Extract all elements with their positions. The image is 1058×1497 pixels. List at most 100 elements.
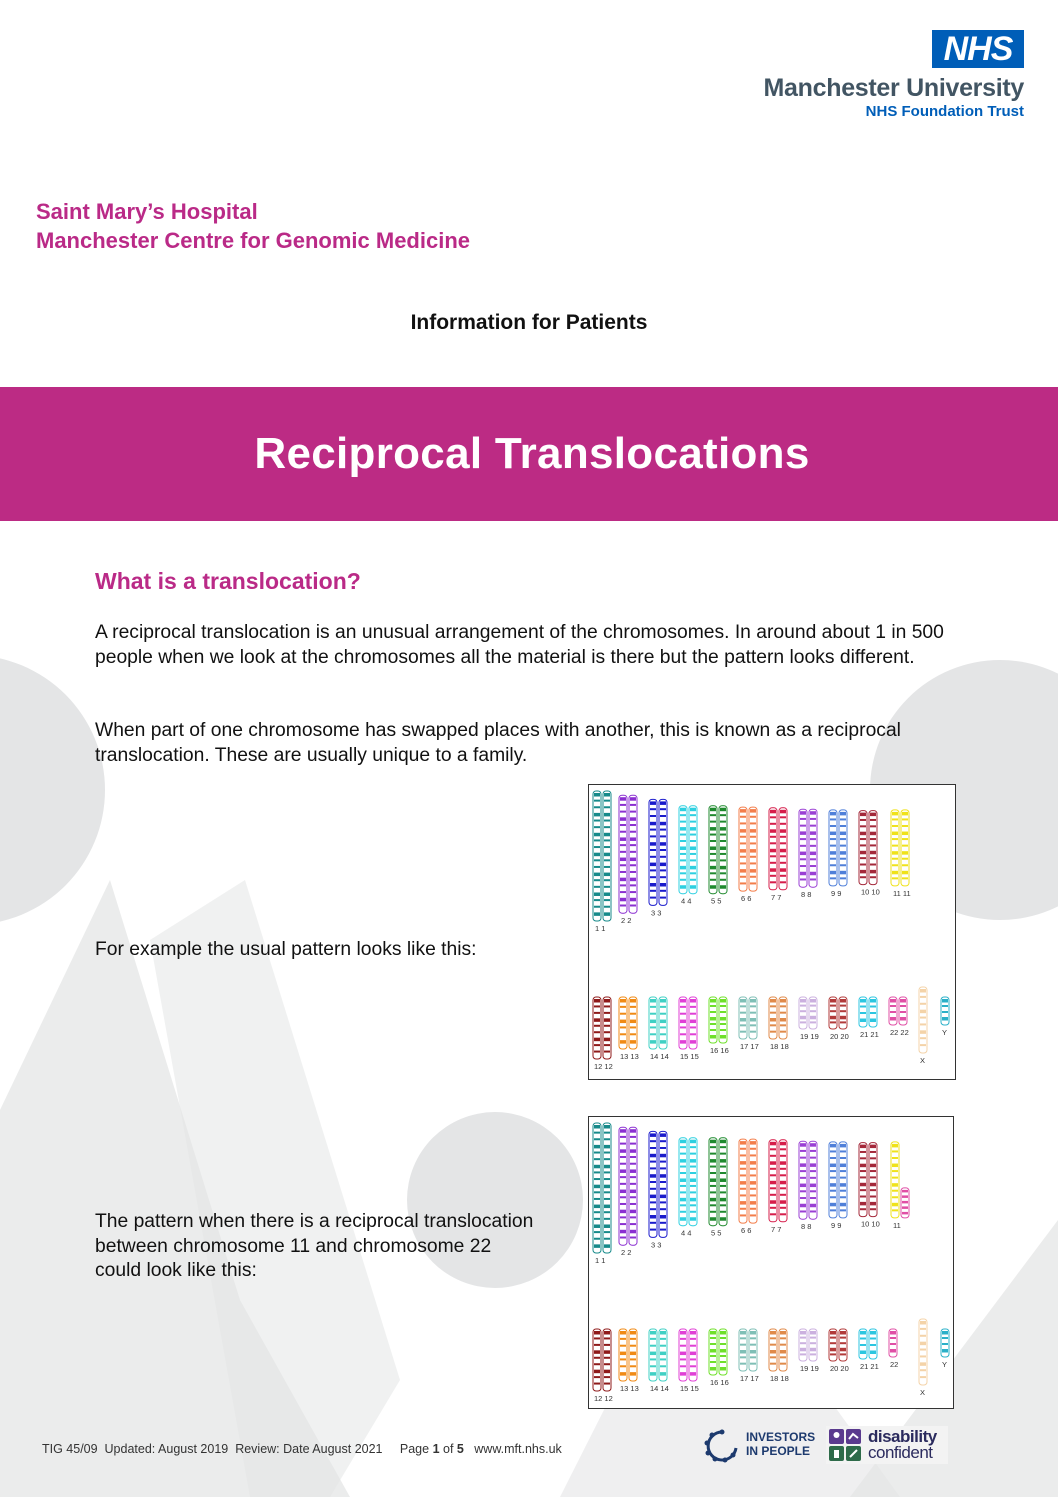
chromosome-2: [618, 1126, 638, 1246]
chromosome-7: [768, 1139, 788, 1223]
chromosome-label-21: 21 21: [860, 1362, 879, 1371]
chromosome-19: [798, 996, 818, 1030]
trust-subtitle: NHS Foundation Trust: [865, 103, 1024, 120]
chromosome-6: [738, 806, 758, 892]
chromosome-label-3: 3 3: [651, 1240, 661, 1249]
iip-line-1: INVESTORS: [746, 1430, 816, 1444]
chromosome-label-11: 11 11: [893, 889, 911, 898]
trust-name: Manchester University: [763, 74, 1025, 102]
chromosome-label-13: 13 13: [620, 1384, 639, 1393]
chromosome-label-23: X: [920, 1056, 925, 1065]
chromosome-label-14: 14 14: [650, 1384, 669, 1393]
footer: TIG 45/09 Updated: August 2019 Review: D…: [42, 1442, 562, 1456]
translocation-pattern-caption: The pattern when there is a reciprocal t…: [95, 1211, 534, 1281]
chromosome-9: [828, 809, 848, 887]
chromosome-22: [888, 996, 908, 1026]
disability-confident-logo: disability confident: [826, 1426, 948, 1464]
chromosome-21: [858, 1328, 878, 1360]
chromosome-label-19: 19 19: [800, 1364, 819, 1373]
footer-page-total: 5: [456, 1442, 464, 1456]
chromosome-8: [798, 808, 818, 888]
chromosome-label-17: 17 17: [740, 1374, 759, 1383]
chromosome-label-9: 9 9: [831, 889, 841, 898]
disability-confident-icon: [829, 1429, 861, 1461]
chromosome-23: [918, 986, 928, 1054]
chromosome-label-17: 17 17: [740, 1042, 759, 1051]
chromosome-label-24: Y: [942, 1360, 947, 1369]
chromosome-1: [592, 790, 612, 922]
footer-page-of: of: [439, 1442, 457, 1456]
chromosome-16: [708, 996, 728, 1044]
chromosome-11: [890, 809, 910, 887]
chromosome-6: [738, 1138, 758, 1224]
chromosome-label-5: 5 5: [711, 897, 721, 906]
chromosome-19: [798, 1328, 818, 1362]
dc-line-2: confident: [868, 1443, 933, 1462]
chromosome-10: [858, 810, 878, 886]
chromosome-label-8: 8 8: [801, 1222, 811, 1231]
chromosome-label-23: X: [920, 1388, 925, 1397]
chromosome-7: [768, 807, 788, 891]
chromosome-label-1: 1 1: [595, 1256, 605, 1265]
chromosome-label-12: 12 12: [594, 1062, 613, 1071]
chromosome-label-12: 12 12: [594, 1394, 613, 1403]
chromosome-label-6: 6 6: [741, 894, 751, 903]
paragraph-2: When part of one chromosome has swapped …: [95, 720, 901, 766]
chromosome-20: [828, 1328, 848, 1362]
footer-website: www.mft.nhs.uk: [474, 1442, 562, 1456]
chromosome-label-20: 20 20: [830, 1032, 849, 1041]
chromosome-10: [858, 1142, 878, 1218]
chromosome-15: [678, 1328, 698, 1382]
footer-page-prefix: Page: [399, 1442, 433, 1456]
laurel-icon: [704, 1429, 738, 1463]
chromosome-2: [618, 794, 638, 914]
chromosome-23: [918, 1318, 928, 1386]
chromosome-18: [768, 1328, 788, 1372]
chromosome-17: [738, 1328, 758, 1372]
chromosome-14: [648, 1328, 668, 1382]
chromosome-label-6: 6 6: [741, 1226, 751, 1235]
chromosome-21: [858, 996, 878, 1028]
chromosome-12: [592, 1328, 612, 1392]
chromosome-label-10: 10 10: [861, 1220, 880, 1229]
footer-doc-info: TIG 45/09 Updated: August 2019 Review: D…: [42, 1442, 383, 1456]
iip-line-2: IN PEOPLE: [746, 1444, 811, 1458]
chromosome-label-9: 9 9: [831, 1221, 841, 1230]
chromosome-1: [592, 1122, 612, 1254]
paragraph-1: A reciprocal translocation is an unusual…: [95, 622, 944, 668]
chromosome-24: [940, 1328, 950, 1358]
chromosome-label-4: 4 4: [681, 1229, 691, 1238]
chromosome-label-15: 15 15: [680, 1384, 699, 1393]
chromosome-3: [648, 1130, 668, 1238]
chromosome-18: [768, 996, 788, 1040]
page-title: Reciprocal Translocations: [254, 429, 810, 478]
chromosome-4: [678, 1137, 698, 1227]
chromosome-15: [678, 996, 698, 1050]
chromosome-label-21: 21 21: [860, 1030, 879, 1039]
dc-line-1: disability: [868, 1427, 937, 1446]
hospital-line-2: Manchester Centre for Genomic Medicine: [36, 228, 470, 253]
chromosome-24: [940, 996, 950, 1026]
chromosome-label-10: 10 10: [861, 888, 880, 897]
chromosome-22: [888, 1328, 898, 1358]
chromosome-17: [738, 996, 758, 1040]
chromosome-label-18: 18 18: [770, 1374, 789, 1383]
chromosome-label-19: 19 19: [800, 1032, 819, 1041]
footer-page-number: 1: [432, 1442, 440, 1456]
chromosome-label-7: 7 7: [771, 893, 781, 902]
chromosome-label-2: 2 2: [621, 916, 631, 925]
chromosome-label-20: 20 20: [830, 1364, 849, 1373]
chromosome-label-4: 4 4: [681, 897, 691, 906]
chromosome-label-2: 2 2: [621, 1248, 631, 1257]
chromosome-label-1: 1 1: [595, 924, 605, 933]
chromosome-label-16: 16 16: [710, 1046, 729, 1055]
chromosome-label-11: 11: [893, 1221, 901, 1230]
chromosome-label-22: 22: [890, 1360, 898, 1369]
info-for-patients: Information for Patients: [410, 311, 648, 334]
chromosome-label-3: 3 3: [651, 908, 661, 917]
chromosome-label-16: 16 16: [710, 1378, 729, 1387]
